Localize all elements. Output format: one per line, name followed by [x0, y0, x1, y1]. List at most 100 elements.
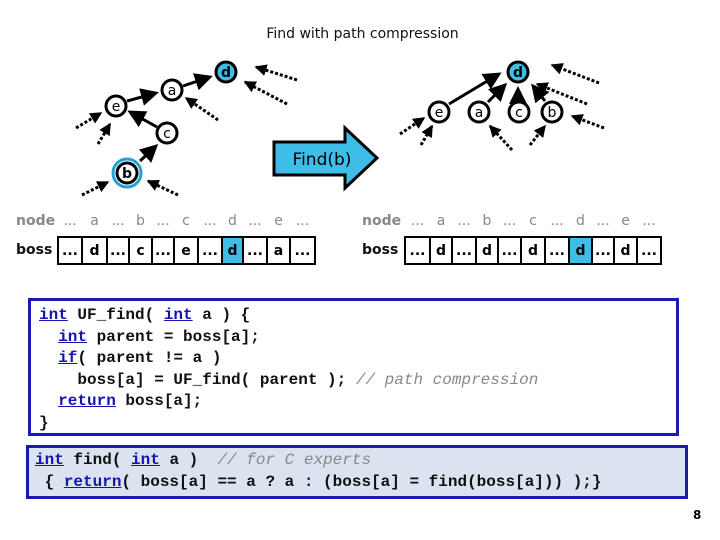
dotted-edge	[419, 124, 434, 146]
union-find-diagram: d a e c b d e a c b Find(b)	[75, 60, 605, 197]
edge-b-to-d	[531, 83, 550, 104]
code-line: int find( int a ) // for C experts	[35, 451, 372, 469]
right-node-b: b	[540, 100, 564, 124]
find-b-arrow: Find(b)	[272, 124, 380, 192]
svg-text:e: e	[435, 105, 444, 121]
right-node-a: a	[467, 100, 491, 124]
left-node-d: d	[214, 60, 238, 84]
boss-row-label: boss	[362, 242, 399, 258]
svg-text:a: a	[168, 83, 177, 99]
node-label: c	[182, 213, 190, 229]
edge-e-to-d	[448, 72, 502, 106]
node-label: b	[136, 213, 145, 229]
svg-text:Find(b): Find(b)	[293, 150, 352, 170]
boss-cell: ...	[499, 238, 522, 263]
page-number: 8	[693, 508, 702, 522]
svg-text:a: a	[475, 105, 484, 121]
dotted-edge	[488, 124, 514, 152]
left-node-c: c	[155, 121, 179, 145]
boss-cell: d	[570, 238, 593, 263]
edge-c-to-e	[127, 110, 158, 129]
uf-find-code: int UF_find( int a ) { int parent = boss…	[28, 298, 679, 436]
boss-cell: ...	[294, 242, 311, 259]
boss-cell: a	[268, 238, 291, 263]
code-line: boss[a] = UF_find( parent ); // path com…	[77, 370, 539, 389]
boss-row: ...d...d...d...d...d...	[404, 236, 662, 265]
boss-row: ...d...c...e...d...a...	[57, 236, 316, 265]
boss-cell: e	[175, 238, 199, 263]
svg-text:e: e	[112, 99, 121, 115]
boss-cell: ...	[244, 238, 268, 263]
left-node-a: a	[160, 78, 184, 102]
node-label: d	[228, 213, 237, 229]
node-label: c	[529, 213, 537, 229]
node-row: ...a...b...c...d...e...	[405, 213, 661, 229]
boss-cell: ...	[199, 238, 223, 263]
dotted-edge	[81, 180, 110, 197]
svg-text:d: d	[221, 65, 231, 81]
edge-a-to-d	[182, 73, 213, 91]
edge-b-to-c	[138, 143, 159, 163]
node-label: d	[576, 213, 585, 229]
node-label: ...	[295, 213, 310, 229]
svg-text:b: b	[548, 105, 557, 121]
node-label: ...	[410, 213, 425, 229]
boss-cell: ...	[153, 238, 175, 263]
node-label: ...	[457, 213, 471, 229]
node-label: ...	[63, 213, 77, 229]
node-label: a	[436, 213, 446, 229]
left-node-b: b	[111, 157, 143, 189]
dotted-edge	[535, 82, 588, 106]
dotted-edge	[399, 116, 426, 136]
expert-find-code: int find( int a ) // for C experts { ret…	[26, 445, 688, 499]
right-node-d: d	[506, 60, 530, 84]
node-row-label: node	[16, 213, 56, 229]
boss-cell: d	[431, 238, 453, 263]
boss-cell: ...	[59, 238, 83, 263]
dotted-edge	[243, 80, 288, 106]
left-node-e: e	[104, 94, 128, 118]
dotted-edge	[96, 122, 112, 145]
boss-cell: c	[130, 238, 153, 263]
svg-text:c: c	[515, 105, 523, 121]
boss-cell: d	[477, 238, 499, 263]
node-label: ...	[596, 213, 610, 229]
boss-cell: d	[615, 238, 638, 263]
node-label: ...	[203, 213, 217, 229]
node-label: a	[90, 213, 99, 229]
edge-a-to-d	[486, 82, 508, 104]
code-line: }	[39, 413, 49, 432]
node-row: ... a... b... c... d... e...	[58, 213, 315, 229]
node-label: ...	[550, 213, 564, 229]
dotted-edge	[146, 179, 179, 197]
svg-text:c: c	[163, 126, 171, 142]
boss-cell: d	[83, 238, 108, 263]
boss-cell: ...	[641, 242, 657, 259]
node-label: e	[621, 213, 630, 229]
node-label: ...	[502, 213, 517, 229]
node-label: ...	[248, 213, 262, 229]
svg-text:d: d	[513, 65, 523, 81]
boss-row-label: boss	[16, 242, 53, 258]
dotted-edge	[570, 114, 605, 130]
boss-cell: ...	[108, 238, 130, 263]
node-label: b	[482, 213, 492, 229]
svg-text:b: b	[122, 166, 132, 182]
code-line: if( parent != a )	[58, 349, 222, 367]
code-line: { return( boss[a] == a ? a : (boss[a] = …	[35, 472, 602, 491]
dotted-edge	[75, 111, 103, 130]
dotted-edge	[528, 124, 547, 146]
code-line: int parent = boss[a];	[58, 327, 260, 346]
dotted-edge	[550, 63, 600, 85]
dotted-edge	[184, 96, 219, 122]
node-label: ...	[156, 213, 170, 229]
node-row-label: node	[362, 213, 402, 229]
code-line: int UF_find( int a ) {	[39, 306, 251, 324]
node-label: ...	[111, 213, 125, 229]
boss-cell: d	[223, 238, 244, 263]
node-label: e	[274, 213, 283, 229]
right-node-c: c	[507, 100, 531, 124]
boss-cell: ...	[546, 238, 570, 263]
edge-e-to-a	[126, 88, 159, 106]
boss-cell: ...	[453, 238, 477, 263]
